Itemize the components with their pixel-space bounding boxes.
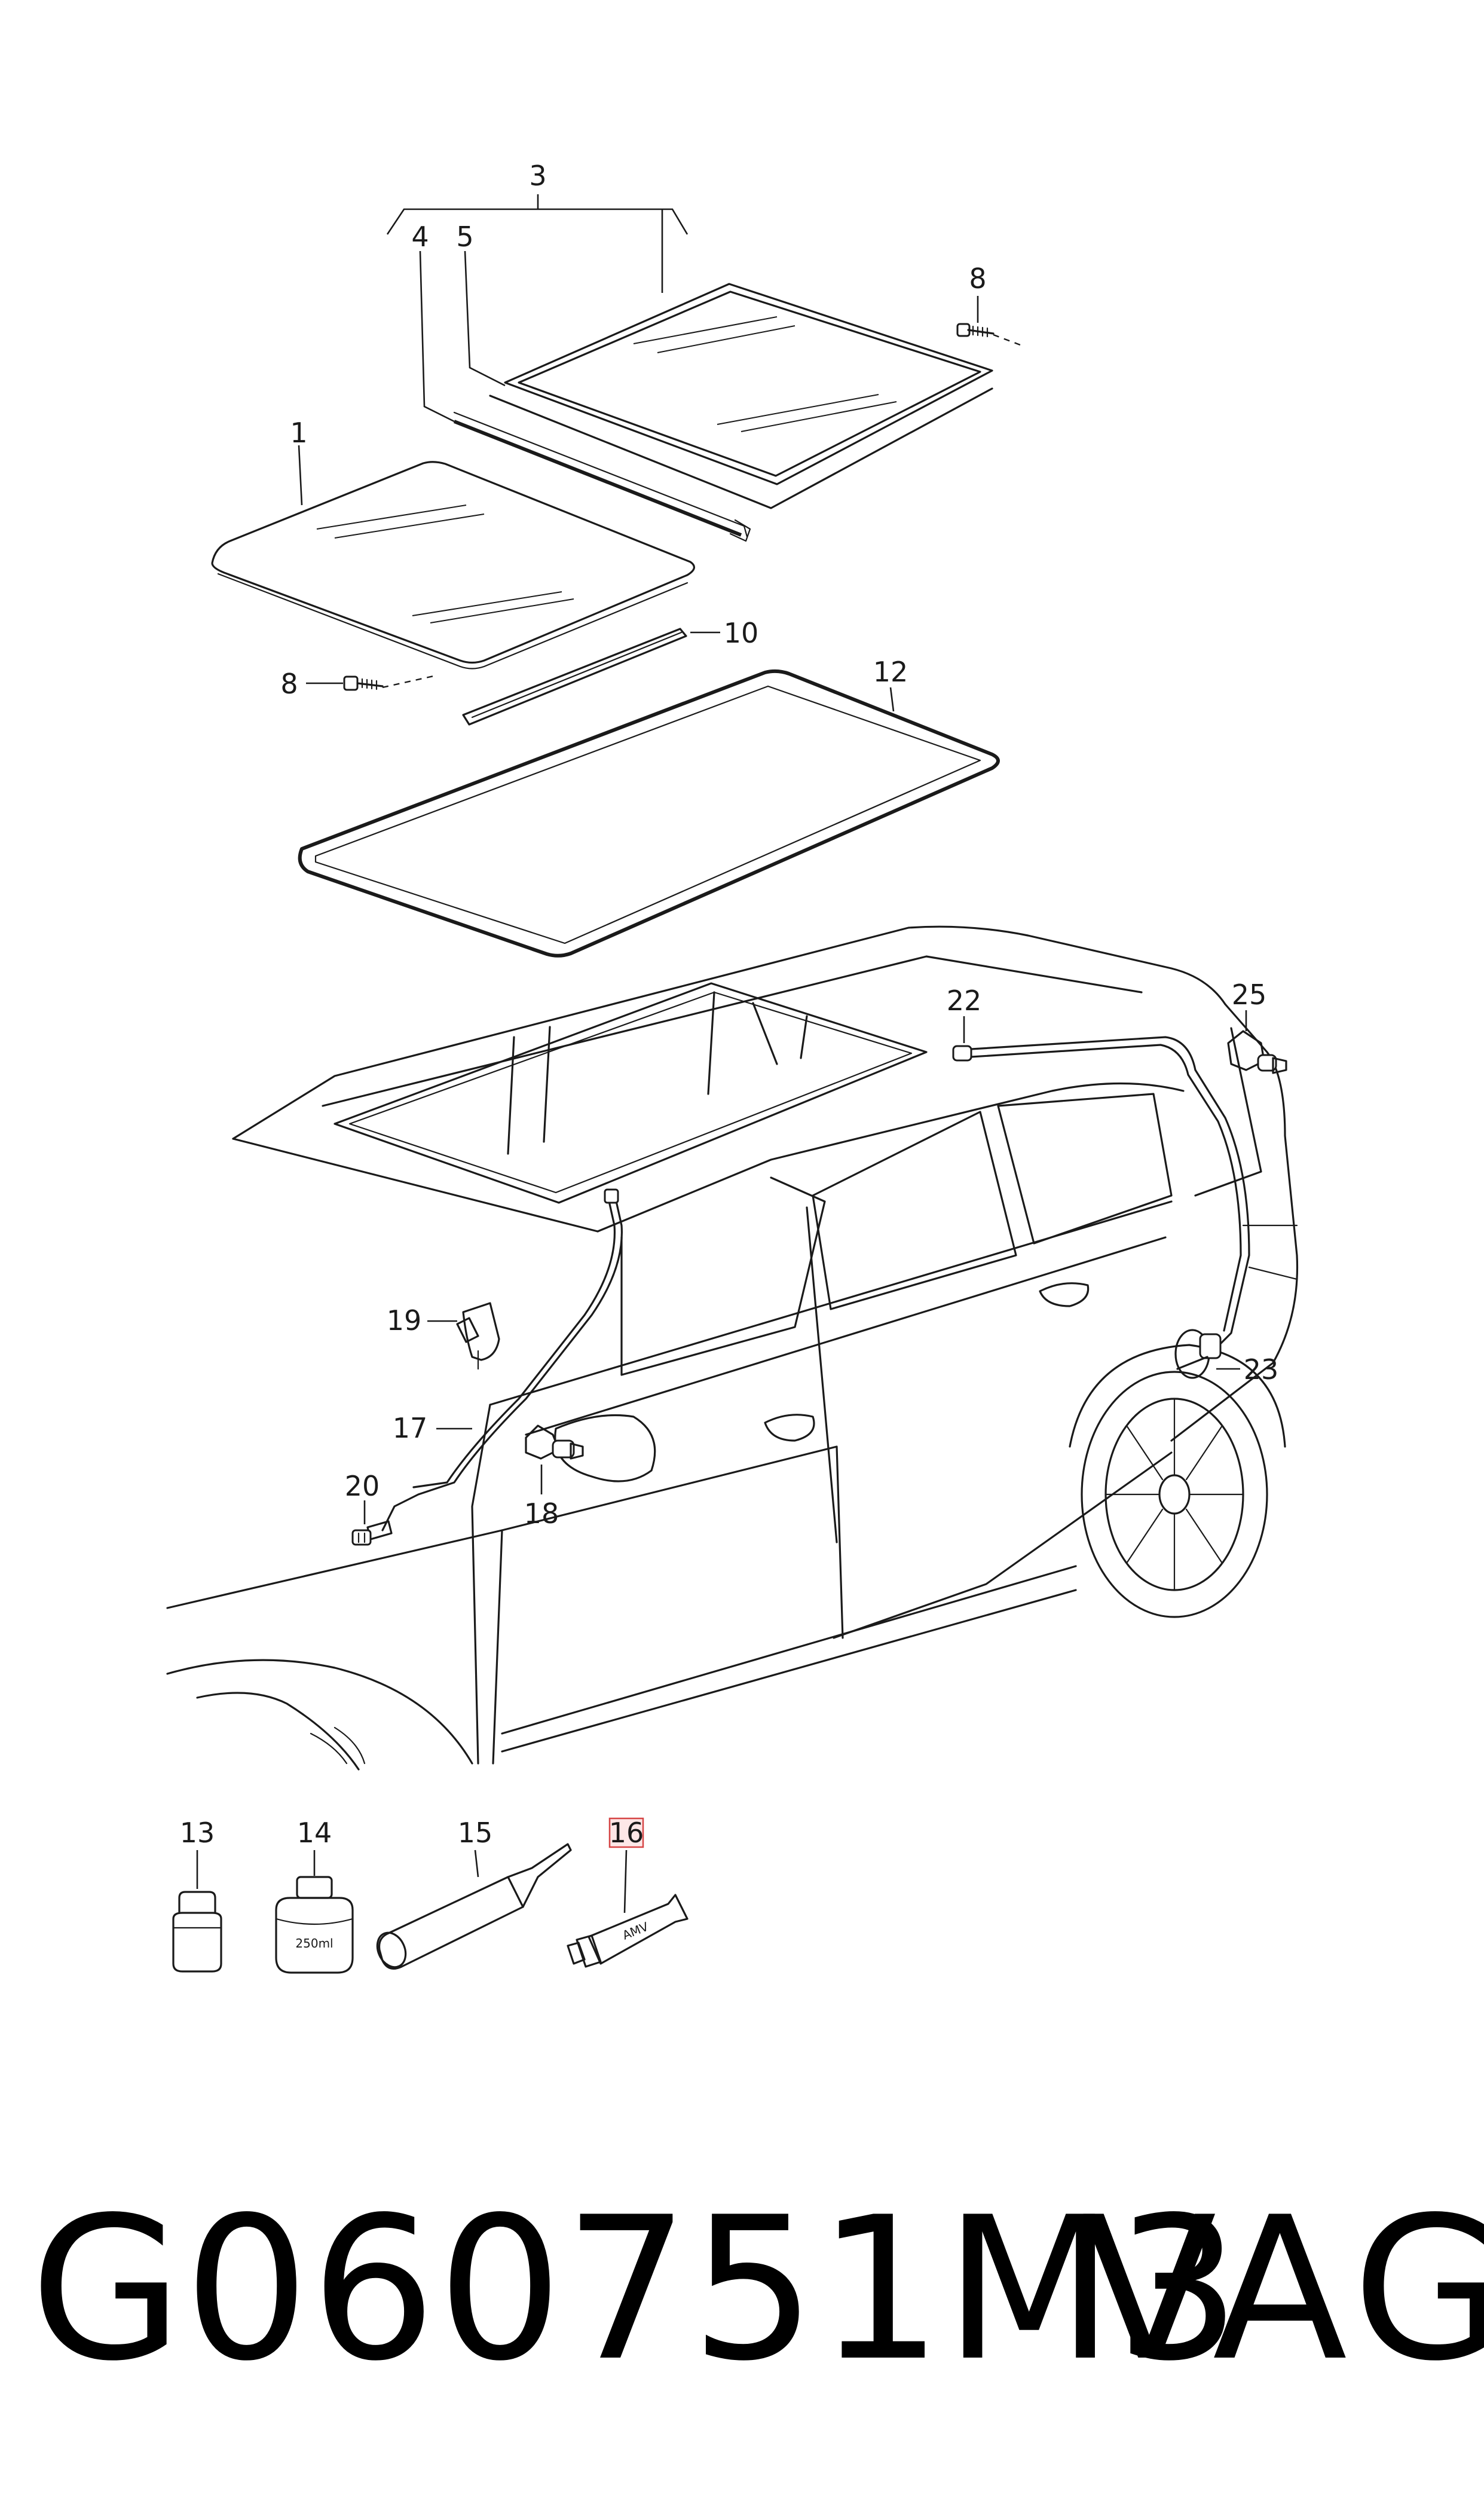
- callout-25[interactable]: 25: [1232, 979, 1267, 1011]
- callout-17[interactable]: 17: [393, 1412, 428, 1444]
- exploded-parts-diagram: 250ml AMV 1 3 4 5 8 8 10 12 13 14 15 16 …: [166, 160, 1299, 1974]
- callout-1[interactable]: 1: [290, 417, 307, 449]
- callout-18[interactable]: 18: [524, 1497, 559, 1530]
- leader-16: [623, 1849, 628, 1913]
- leader-5: [464, 250, 506, 387]
- wind-deflector[interactable]: [462, 628, 687, 726]
- front-drain-hose[interactable]: [381, 1188, 623, 1531]
- callout-15[interactable]: 15: [458, 1817, 493, 1849]
- rear-drain-valve[interactable]: [1174, 1329, 1222, 1379]
- clip-18[interactable]: [525, 1424, 584, 1460]
- adhesive-tube[interactable]: [567, 1894, 689, 1968]
- brand-name: VAG: [1082, 2175, 1484, 2404]
- sealant-cartridge[interactable]: [372, 1843, 572, 1971]
- bolt-lower[interactable]: [343, 674, 437, 691]
- clip-25[interactable]: [1227, 1030, 1287, 1074]
- car-body: [166, 925, 1299, 1771]
- callout-20[interactable]: 20: [345, 1470, 380, 1502]
- callout-16[interactable]: 16: [609, 1817, 644, 1849]
- rear-glass-panel[interactable]: [489, 283, 993, 509]
- container-250ml[interactable]: [275, 1876, 354, 1974]
- callout-10[interactable]: 10: [724, 617, 759, 649]
- leader-4: [419, 250, 455, 423]
- callout-5[interactable]: 5: [456, 221, 473, 253]
- leader-12: [889, 687, 895, 712]
- front-glass-panel[interactable]: [211, 461, 695, 669]
- roof-seal-frame[interactable]: [298, 669, 1000, 958]
- callout-4[interactable]: 4: [411, 221, 429, 253]
- container-volume-label: 250ml: [295, 1936, 333, 1951]
- footer: G060751M3 VAG: [0, 2164, 1484, 2415]
- rear-wheel: [1069, 1344, 1286, 1618]
- callout-8-lower[interactable]: 8: [280, 668, 298, 700]
- callout-14[interactable]: 14: [297, 1817, 332, 1849]
- callout-8-upper[interactable]: 8: [969, 262, 986, 295]
- leader-1: [298, 445, 303, 506]
- front-drain-valve[interactable]: [351, 1520, 393, 1546]
- callout-23[interactable]: 23: [1244, 1353, 1279, 1386]
- callout-3[interactable]: 3: [529, 160, 546, 192]
- leader-15: [474, 1849, 479, 1878]
- clip-19[interactable]: [456, 1302, 500, 1370]
- rear-drain-hose[interactable]: [952, 1036, 1250, 1346]
- part-number: G060751M3: [30, 2175, 1243, 2404]
- callout-22[interactable]: 22: [947, 985, 982, 1017]
- seal-strip[interactable]: [453, 411, 751, 542]
- small-bottle[interactable]: [172, 1891, 222, 1973]
- callout-16-highlight: [608, 1817, 644, 1848]
- group-3-bracket: [386, 194, 689, 293]
- callout-13[interactable]: 13: [180, 1817, 215, 1849]
- callout-12[interactable]: 12: [873, 656, 908, 688]
- bolt-upper[interactable]: [956, 323, 1026, 348]
- callout-19[interactable]: 19: [387, 1304, 422, 1337]
